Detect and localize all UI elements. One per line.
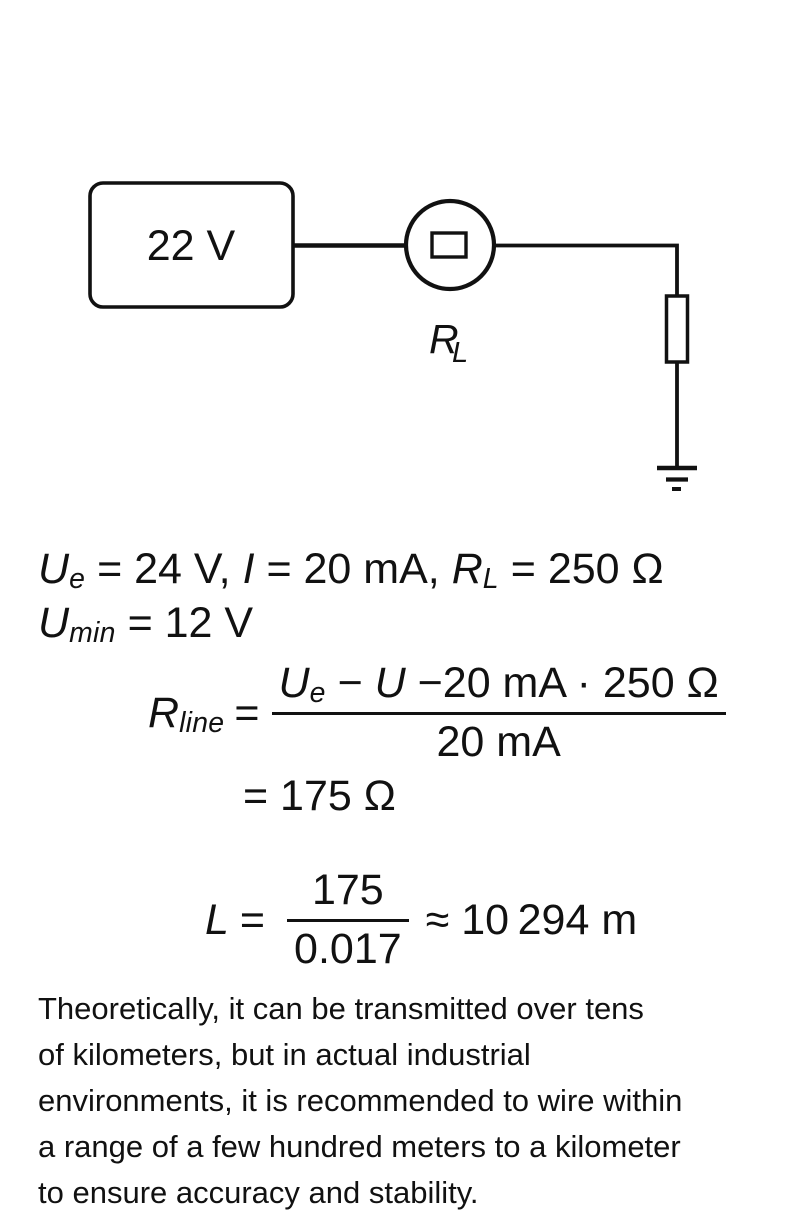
length-fraction: 175 0.017 [287,866,409,974]
load-resistor-symbol [664,294,690,364]
given-values-line-1: Ue = 24 V, I = 20 mA, RL = 250 Ω [38,545,664,596]
explanation-paragraph: Theoretically, it can be transmitted ove… [38,986,798,1216]
var-rl-sub: L [482,563,499,596]
meter-inner-square [430,231,468,259]
rline-numerator: Ue − U −20 mA · 250 Ω [272,659,726,710]
equals-sign: = [239,895,266,944]
var-ue: U [278,659,310,707]
var-rline-sub: line [179,706,225,739]
rline-fraction: Ue − U −20 mA · 250 Ω 20 mA [271,659,726,767]
paragraph-line: a range of a few hundred meters to a kil… [38,1129,681,1164]
equation-rline-result: = 175 Ω [243,772,396,820]
var-rline: R [148,688,180,737]
length-numerator: 175 [311,866,384,914]
var-ue-sub: e [69,563,86,596]
var-l: L [205,895,229,944]
fraction-bar [271,712,726,715]
circuit-diagram: 22 V R L [88,181,697,491]
paragraph-line: environments, it is recommended to wire … [38,1083,683,1118]
meter-symbol [403,198,497,292]
var-ue: U [38,545,70,593]
length-denominator: 0.017 [294,925,402,973]
given-values-line-2: Umin = 12 V [38,599,254,650]
given-seg4: = 12 V [115,599,254,647]
rline-denominator: 20 mA [436,718,561,766]
wire-meter-to-load [494,243,679,296]
length-result: ≈ 10 294 m [425,895,638,944]
meter-label-subscript: L [452,337,468,369]
given-seg1: = 24 V, [85,545,243,593]
equation-length: L = 175 0.017 ≈ 10 294 m [205,866,637,974]
equation-rline: Rline = Ue − U −20 mA · 250 Ω 20 mA [148,659,726,767]
equals-sign: = [234,688,260,737]
numerator-terms: −20 mA · 250 Ω [405,659,719,707]
var-ue-sub: e [309,677,326,710]
fraction-bar [287,919,409,922]
source-voltage-label: 22 V [147,222,236,270]
paragraph-line: of kilometers, but in actual industrial [38,1037,531,1072]
given-seg3: = 250 Ω [498,545,664,593]
ground-symbol [657,465,697,491]
equation-rline-lhs: Rline [148,688,225,739]
var-u: U [374,659,406,707]
var-i: I [242,545,255,593]
minus-sign: − [325,659,375,707]
given-seg2: = 20 mA, [254,545,452,593]
paragraph-line: Theoretically, it can be transmitted ove… [38,991,644,1026]
paragraph-line: to ensure accuracy and stability. [38,1175,479,1210]
meter-label-base: R [429,316,459,362]
var-rl: R [451,545,483,593]
var-umin: U [38,599,70,647]
var-umin-sub: min [69,617,116,650]
